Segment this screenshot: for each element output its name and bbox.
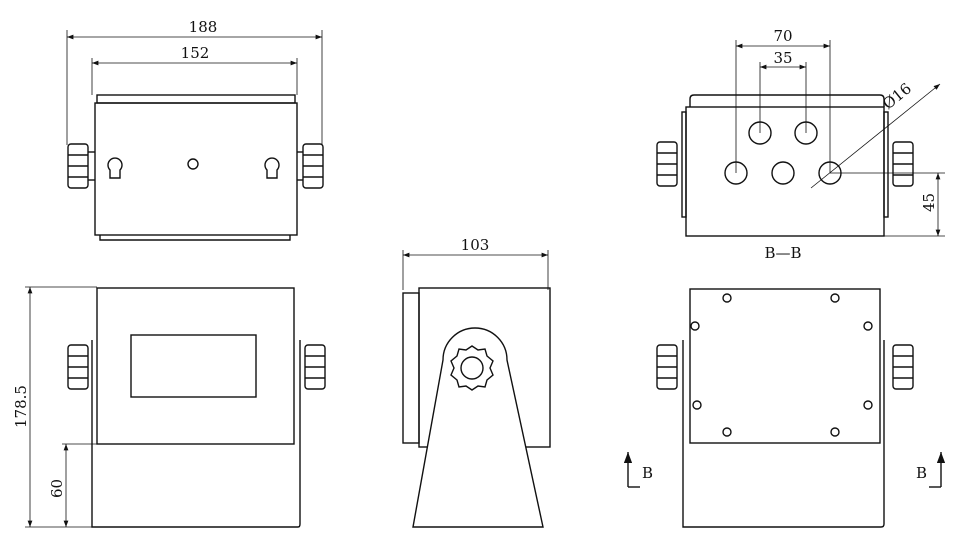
dim-45-label: 45: [920, 193, 938, 212]
section-label: B—B: [764, 244, 801, 262]
rear-view: B B: [623, 288, 946, 528]
cable-hole: [748, 121, 772, 145]
dim-depth-label: 103: [461, 236, 490, 254]
dim-base-label: 60: [48, 479, 66, 498]
section-mark-right: B: [916, 464, 927, 482]
keyhole-icon: [107, 157, 123, 179]
dim-inner-label: 152: [181, 44, 210, 62]
knob-icon: [450, 345, 494, 391]
section-view: 70 35 Ø16 45 B—B: [656, 27, 945, 262]
section-mark-left: B: [642, 464, 653, 482]
cable-hole: [724, 161, 748, 185]
dim-height-label: 178.5: [12, 385, 30, 428]
side-view: 103: [402, 236, 551, 528]
display-window: [130, 334, 257, 398]
enclosure-body: [94, 102, 298, 236]
dim-overall-label: 188: [189, 18, 218, 36]
cable-hole: [771, 161, 795, 185]
enclosure-section: [685, 106, 885, 237]
dim-70-label: 70: [773, 27, 792, 45]
dim-35-label: 35: [773, 49, 792, 67]
cable-hole: [794, 121, 818, 145]
mount-bracket: [412, 327, 544, 528]
mount-hole: [187, 158, 199, 170]
top-view: 188 152: [66, 18, 324, 241]
front-view: 178.5 60: [12, 286, 326, 528]
keyhole-icon: [264, 157, 280, 179]
